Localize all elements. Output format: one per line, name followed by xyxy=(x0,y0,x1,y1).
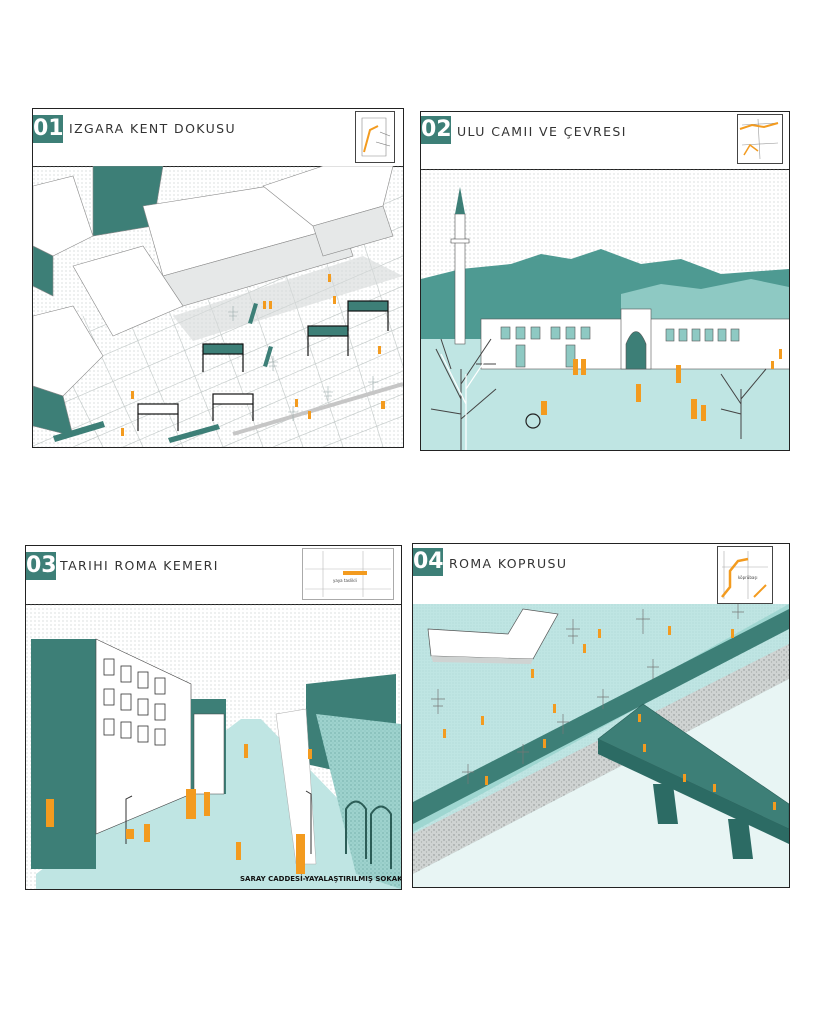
street-scene: SARAY CADDESİ-YAYALAŞTIRILMIŞ SOKAK xyxy=(26,604,401,889)
panel-04: 04 ROMA KOPRUSU köprübaşı xyxy=(412,543,790,888)
panel-number: 04 xyxy=(413,548,444,576)
panel-number: 01 xyxy=(33,115,64,143)
panel-02: 02 ULU CAMII VE ÇEVRESI xyxy=(420,111,790,451)
grid-urban-scene xyxy=(33,166,403,447)
panel-title: TARIHI ROMA KEMERI xyxy=(60,558,219,573)
site-map-icon: yaya taslikli xyxy=(302,548,394,600)
panel-title: ROMA KOPRUSU xyxy=(449,556,568,571)
panel-03: 03 TARIHI ROMA KEMERI yaya taslikli xyxy=(25,545,402,890)
panel-title: IZGARA KENT DOKUSU xyxy=(69,121,237,136)
panel-number: 03 xyxy=(26,552,57,580)
site-map-icon xyxy=(737,114,783,164)
map-label: yaya taslikli xyxy=(333,578,357,583)
map-label: köprübaşı xyxy=(738,575,758,580)
panel-header: 04 ROMA KOPRUSU köprübaşı xyxy=(413,544,789,605)
panel-number: 02 xyxy=(421,116,452,144)
panel-header: 01 IZGARA KENT DOKUSU xyxy=(33,109,403,167)
panel-header: 03 TARIHI ROMA KEMERI yaya taslikli xyxy=(26,546,401,605)
street-caption: SARAY CADDESİ-YAYALAŞTIRILMIŞ SOKAK xyxy=(240,875,402,883)
panel-01: 01 IZGARA KENT DOKUSU xyxy=(32,108,404,448)
panel-header: 02 ULU CAMII VE ÇEVRESI xyxy=(421,112,789,170)
site-map-icon: köprübaşı xyxy=(717,546,773,604)
panel-title: ULU CAMII VE ÇEVRESI xyxy=(457,124,627,139)
bridge-scene xyxy=(413,604,789,887)
mosque-scene xyxy=(421,169,789,450)
site-map-icon xyxy=(355,111,395,163)
